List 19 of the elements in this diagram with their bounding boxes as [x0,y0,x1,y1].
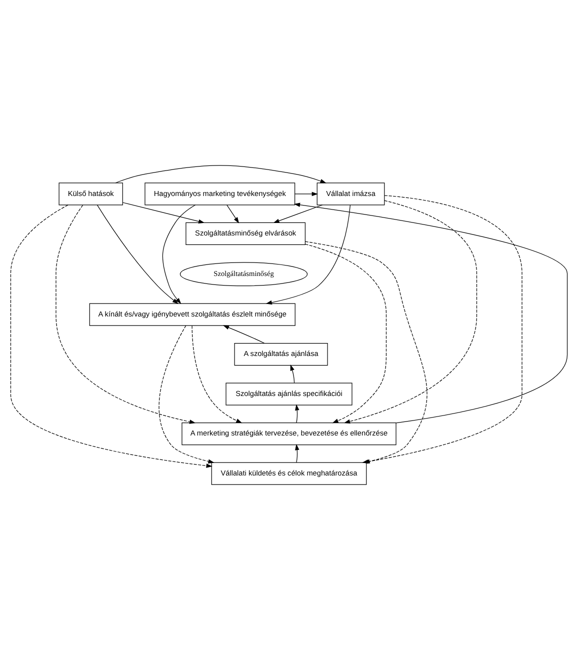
arrow [96,204,178,304]
arrow [295,444,300,463]
arrow [294,192,318,196]
arrow [56,204,196,424]
arrow [192,325,242,424]
arrow [266,204,351,305]
arrow [10,204,212,468]
arrow [304,244,387,424]
arrow [295,404,300,423]
arrow [222,325,265,344]
arrow [122,202,205,224]
arrow [162,204,196,304]
arrow [158,325,214,464]
arrow [290,364,295,384]
arrow [344,200,478,424]
arrow [294,202,568,424]
arrow [115,165,326,184]
arrow [273,204,323,223]
arrow [226,204,240,224]
